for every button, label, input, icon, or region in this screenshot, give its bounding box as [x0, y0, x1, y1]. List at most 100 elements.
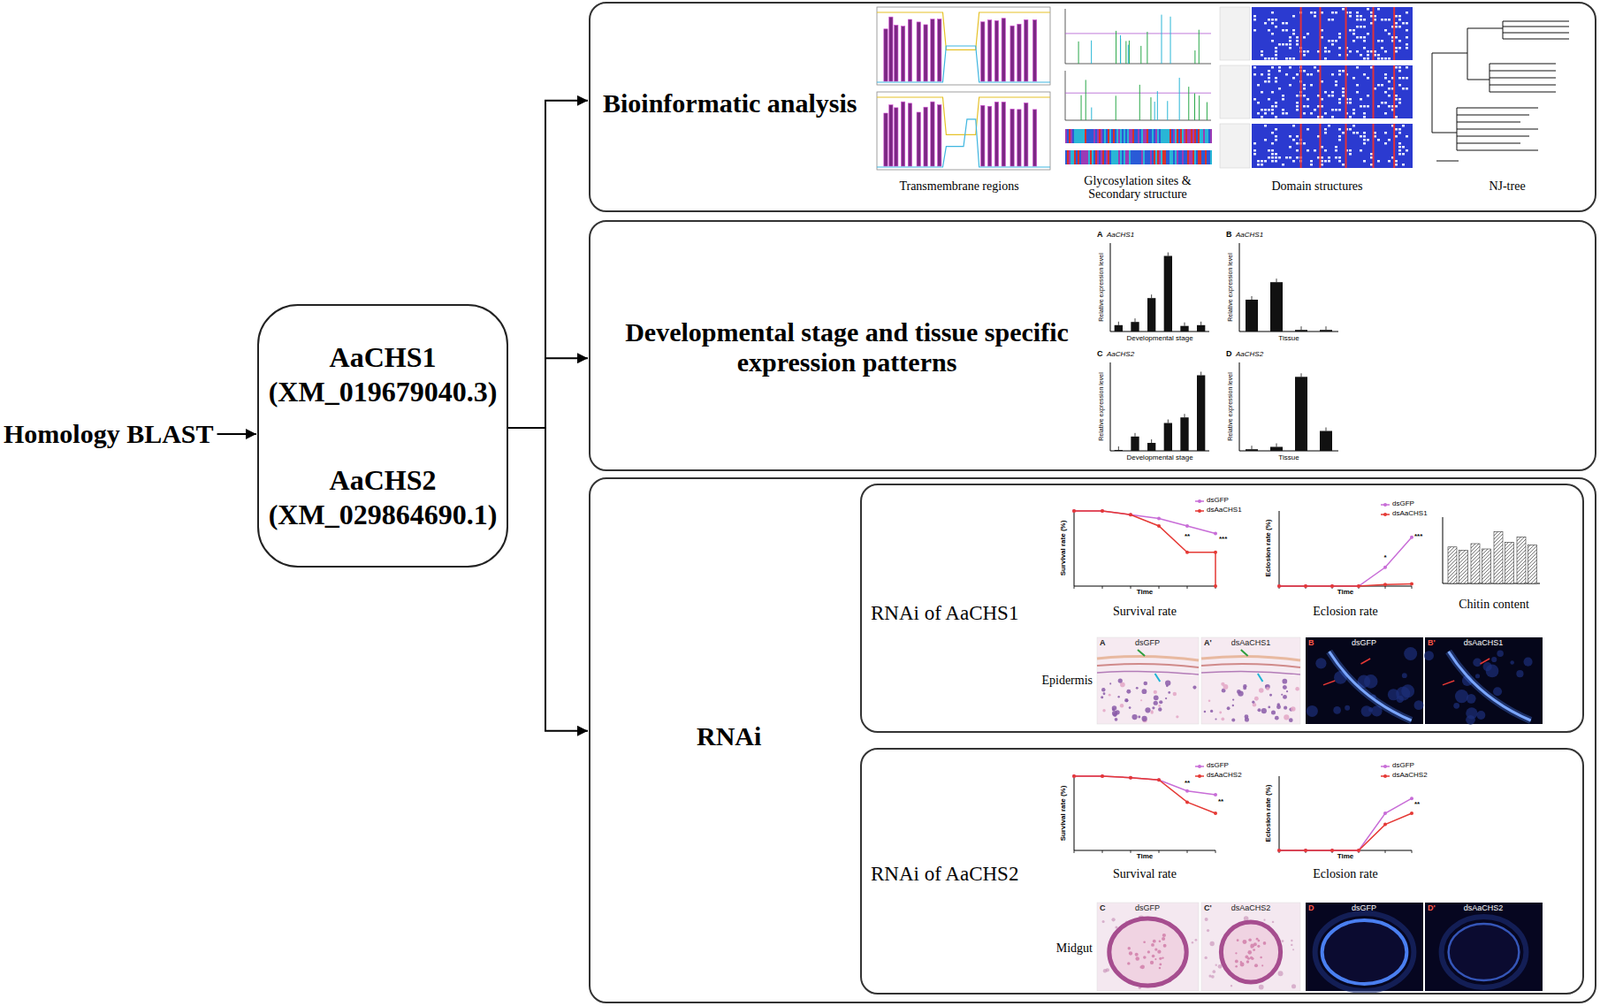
- structure-stripe: [1153, 129, 1156, 144]
- structure-stripe: [1173, 129, 1175, 144]
- cell-nucleus: [1210, 709, 1213, 713]
- structure-stripe: [1082, 150, 1085, 165]
- data-line: [1279, 813, 1412, 851]
- pointer-arrow: [1241, 649, 1249, 656]
- alignment-gap: [1281, 108, 1285, 112]
- midgut-wall: [1109, 918, 1187, 986]
- alignment-gap: [1405, 22, 1409, 25]
- structure-stripe: [1091, 150, 1094, 165]
- alignment-gap: [1264, 108, 1267, 112]
- cell-nucleus: [1108, 693, 1112, 697]
- structure-stripe: [1183, 150, 1186, 165]
- alignment-gap: [1274, 57, 1278, 61]
- structure-stripe: [1197, 150, 1200, 165]
- chart-label: A: [1099, 639, 1106, 648]
- tissue-cell: [1191, 941, 1194, 944]
- alignment-gap: [1271, 32, 1274, 36]
- chart-label: dsGFP: [1135, 639, 1160, 648]
- alignment-gap: [1295, 36, 1299, 39]
- alignment-gap: [1274, 105, 1278, 108]
- structure-stripe: [1150, 150, 1152, 165]
- chart-label: AaCHS1: [1235, 231, 1264, 240]
- tree-branch: [1502, 21, 1570, 23]
- alignment-gap: [1338, 73, 1341, 77]
- alignment-gap: [1288, 57, 1292, 61]
- stained-cell: [1306, 705, 1319, 717]
- tree-branch: [1489, 91, 1556, 93]
- data-point: [1157, 524, 1161, 528]
- tm-bar: [907, 103, 912, 167]
- alignment-gap: [1363, 160, 1366, 163]
- cell-nucleus: [1112, 705, 1118, 711]
- alignment-gap: [1331, 43, 1334, 46]
- structure-stripe: [1097, 129, 1099, 144]
- cell-nucleus: [1271, 709, 1276, 715]
- alignment-gap: [1313, 108, 1317, 112]
- site-stick: [1146, 31, 1148, 64]
- structure-stripe: [1199, 129, 1202, 144]
- stained-cell: [1465, 715, 1476, 725]
- cell-nucleus: [1131, 714, 1137, 720]
- structure-stripe: [1130, 150, 1133, 165]
- gut-content: [1161, 937, 1166, 941]
- structure-stripe: [1100, 150, 1103, 165]
- gut-content: [1147, 950, 1151, 953]
- alignment-gap: [1292, 15, 1296, 18]
- alignment-gap: [1295, 105, 1299, 108]
- stained-cell: [1363, 674, 1379, 689]
- tissue-cell: [1291, 983, 1296, 989]
- alignment-gap: [1366, 32, 1370, 36]
- site-stick: [1127, 45, 1129, 64]
- chitin-layer: [1329, 651, 1412, 721]
- alignment-gap: [1264, 160, 1267, 163]
- data-point: [1277, 584, 1281, 588]
- alignment-gap: [1260, 91, 1264, 94]
- structure-stripe: [1137, 150, 1140, 165]
- alignment-gap: [1288, 46, 1292, 50]
- structure-stripe: [1199, 150, 1202, 165]
- alignment-gap: [1288, 43, 1292, 46]
- chart-label: dsAaCHS2: [1463, 904, 1504, 914]
- structure-stripe: [1068, 150, 1071, 165]
- alignment-gap: [1334, 80, 1338, 84]
- stained-cell: [1401, 672, 1408, 679]
- cell-nucleus: [1100, 695, 1104, 699]
- alignment-gap: [1327, 94, 1331, 98]
- tree-branch: [1456, 121, 1521, 123]
- alignment-gap: [1267, 73, 1271, 77]
- tissue-cell: [1290, 939, 1293, 942]
- alignment-gap: [1260, 50, 1264, 54]
- structure-stripe: [1203, 129, 1205, 144]
- cell-nucleus: [1258, 687, 1265, 694]
- chart-label: **: [1184, 779, 1190, 788]
- error-bar: [1135, 433, 1136, 437]
- caption-text: Transmembrane regions: [899, 179, 1019, 193]
- alignment-gap: [1387, 32, 1391, 36]
- scale-bar: [1436, 160, 1459, 162]
- alignment-gap: [1338, 53, 1341, 57]
- error-bar: [1184, 322, 1186, 327]
- cell-nucleus: [1276, 704, 1281, 709]
- conserved-column: [1393, 65, 1395, 119]
- chart-label: Eclosion rate (%): [1264, 784, 1273, 843]
- alignment-gap: [1359, 98, 1363, 101]
- alignment-gap: [1274, 152, 1278, 156]
- alignment-gap: [1313, 149, 1317, 153]
- structure-stripe: [1125, 150, 1128, 165]
- gut-content: [1246, 960, 1250, 963]
- alignment-gap: [1310, 112, 1313, 115]
- alignment-gap: [1327, 124, 1331, 128]
- chart-axis: [1239, 362, 1339, 451]
- data-point: [1356, 848, 1361, 853]
- node-text: RNAi of AaCHS2: [870, 862, 1019, 886]
- alignment-gap: [1334, 145, 1338, 149]
- alignment-gap: [1394, 135, 1398, 138]
- gut-content: [1135, 956, 1140, 961]
- axis-tick: [1158, 586, 1160, 589]
- conserved-column: [1372, 7, 1375, 61]
- cell-nucleus: [1137, 716, 1141, 719]
- alignment-gap: [1398, 128, 1402, 131]
- cell-nucleus: [1282, 685, 1288, 690]
- chart-label: C: [1097, 350, 1104, 359]
